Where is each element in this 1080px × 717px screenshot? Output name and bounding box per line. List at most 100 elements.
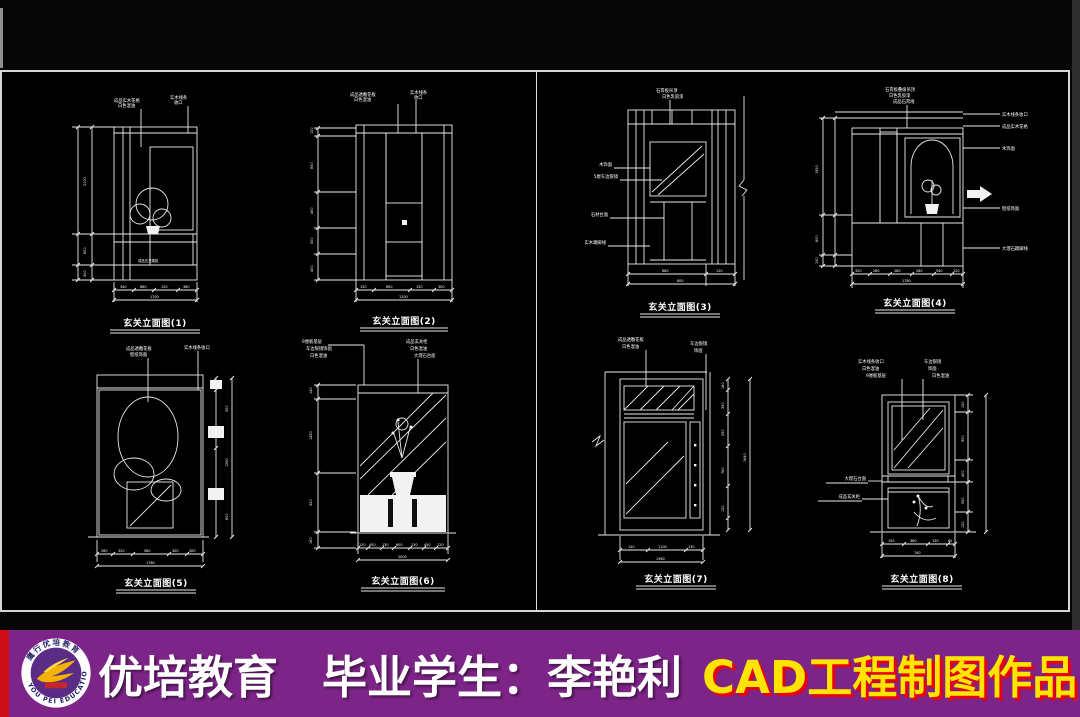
dim-label: 120: [437, 543, 443, 547]
svg-text:玄关立面图(1): 玄关立面图(1): [123, 317, 187, 329]
annotation-label: 饰面: [928, 365, 937, 372]
phoenix-swoosh-icon: [36, 657, 76, 683]
svg-text:玄关立面图(6): 玄关立面图(6): [371, 575, 435, 587]
dimension-chain-right: 160 350 250 760 120 1640: [721, 376, 753, 533]
dim-label: 130: [628, 545, 634, 549]
dimension-chain-right: 300 1260 600: [208, 375, 235, 540]
dim-label: 450: [424, 543, 430, 547]
annotation-label: 成品透雕花板: [126, 345, 152, 352]
dim-label: 120: [721, 506, 725, 512]
annotation-label: 石膏板叠级吊顶: [885, 86, 916, 93]
dim-label: 600: [83, 248, 87, 254]
wall-structure: [627, 96, 748, 280]
svg-text:玄关立面图(5): 玄关立面图(5): [124, 577, 188, 589]
panel-elevation-3: 石膏板吊顶 白色乳胶漆 木饰面 5厘车边银镜 石材台面 实木踢脚线: [585, 87, 748, 318]
dimension-chain-right: 150 900 400 550 120: [955, 392, 989, 535]
dim-label: 150: [932, 539, 938, 543]
dim-label: 680: [662, 269, 668, 273]
dim-label: 380: [910, 539, 916, 543]
annotation-label: 白色混油: [622, 343, 639, 350]
banner-background: [0, 630, 1080, 717]
panel-title: 玄关立面图(8): [882, 573, 962, 590]
dimension-chain-bottom: 340 860 120 380 1700: [111, 282, 200, 303]
dim-label: 300: [225, 406, 229, 412]
dimension-chain-left: 1950 600 150: [815, 115, 852, 269]
dim-total-label: 740: [914, 551, 920, 555]
dim-label: 150: [815, 258, 819, 264]
annotation-label: 实木线条收口: [184, 344, 210, 351]
cabinet-with-plant: [887, 487, 950, 529]
dim-label: 130: [411, 543, 417, 547]
svg-text:玄关立面图(7): 玄关立面图(7): [644, 573, 708, 585]
plant-silhouette: [129, 187, 172, 234]
annotation-label: 白色乳胶漆: [889, 92, 911, 99]
panel-elevation-2: 100 850 450 500 400 成品透雕花板 白色混油 实木线条 收口: [310, 89, 455, 332]
dim-label: 850: [310, 163, 314, 169]
dim-total-label: 1640: [743, 453, 747, 462]
annotation-label: 成品实木花格: [1002, 123, 1028, 130]
dim-label: 580: [144, 549, 150, 553]
leader-annotations-right: 实木线条收口 成品实木花格 木饰面 壁纸饰面 大理石踢脚线: [963, 111, 1028, 252]
dim-label: 150: [360, 285, 366, 289]
annotation-label: 白色混油: [310, 352, 327, 359]
dim-label: 280: [894, 269, 900, 273]
annotation-label: 白色乳胶漆: [662, 93, 684, 100]
window-edge-artifact: [0, 8, 3, 68]
dim-label: 600: [225, 514, 229, 520]
brand-name: 优培教育: [98, 651, 279, 704]
dim-label: 260: [873, 269, 879, 273]
dim-label: 160: [721, 383, 725, 389]
dimension-chain-bottom: 260 320 580 300 300 1760: [88, 536, 209, 569]
annotation-label: 成品透雕花板: [618, 336, 644, 343]
svg-text:玄关立面图(3): 玄关立面图(3): [648, 301, 712, 313]
annotation-label: 成品透雕花板: [350, 91, 376, 98]
dim-label: 140: [309, 388, 313, 394]
panel-title: 玄关立面图(3): [640, 301, 720, 318]
annotation-label: 实木线条收口: [1002, 111, 1028, 118]
shoe-cabinet: [360, 495, 446, 532]
dim-label: 120: [961, 522, 965, 528]
dim-label: 60: [948, 539, 952, 543]
annotation-label: 大理石台面: [414, 352, 436, 359]
dim-label: 900: [961, 436, 965, 442]
student-name: 李艳利: [547, 651, 683, 704]
annotation-label: 实木线条: [170, 94, 188, 101]
panel-title: 玄关立面图(2): [360, 315, 448, 332]
dim-label: 1100: [658, 545, 667, 549]
leader-annotations-left: 木饰面 5厘车边银镜 石材台面 实木踢脚线: [585, 161, 664, 247]
svg-text:玄关立面图(4): 玄关立面图(4): [883, 297, 947, 309]
dim-label: 300: [83, 271, 87, 277]
annotation-label: 大理石台面: [845, 475, 867, 482]
annotation-label: 石膏板吊顶: [656, 87, 678, 94]
dimension-chain-bottom: 680 120 800: [625, 264, 738, 287]
sheet-divider-line: [536, 72, 537, 610]
promo-banner: 鹰行优培教育 YOU PEI EDUCATION 优培教育 毕业学生： 李艳利 …: [0, 630, 1080, 717]
annotation-label: 车边银镜饰面: [306, 345, 332, 352]
dim-label: 860: [140, 285, 146, 289]
school-logo: 鹰行优培教育 YOU PEI EDUCATION: [18, 635, 93, 710]
cad-viewport: [0, 70, 1070, 612]
dimension-chain-bottom: 130 1100 130 1360: [598, 534, 720, 565]
wall-structure: [835, 111, 964, 267]
dim-label: 120: [953, 269, 959, 273]
dim-label: 150: [961, 402, 965, 408]
dim-label: 540: [936, 269, 942, 273]
dim-label: 260: [101, 549, 107, 553]
dim-label: 150: [888, 539, 894, 543]
dim-label: 120: [716, 269, 722, 273]
dim-label: 1450: [309, 431, 313, 440]
annotation-label: 成品石膏线: [893, 98, 915, 105]
dim-label: 1950: [815, 165, 819, 174]
dim-total-label: 2000: [398, 555, 407, 559]
annotation-label: 白色混油: [354, 96, 371, 103]
dim-label: 320: [855, 269, 861, 273]
leader-annotations-top: 成品透雕花板 白色混油 车边银镜 饰面: [618, 336, 708, 410]
dimension-chain-left: 140 1450 520 160: [309, 382, 356, 551]
dim-label: 600: [386, 285, 392, 289]
dim-label: 760: [721, 468, 725, 474]
dim-total-label: 1700: [150, 295, 159, 299]
panel-elevation-5: 成品透雕花板 壁纸饰面 实木线条收口 300 1260 600: [88, 344, 235, 594]
annotation-label: 收口: [414, 94, 423, 101]
dim-total-label: 800: [677, 279, 683, 283]
dim-label: 130: [688, 545, 694, 549]
